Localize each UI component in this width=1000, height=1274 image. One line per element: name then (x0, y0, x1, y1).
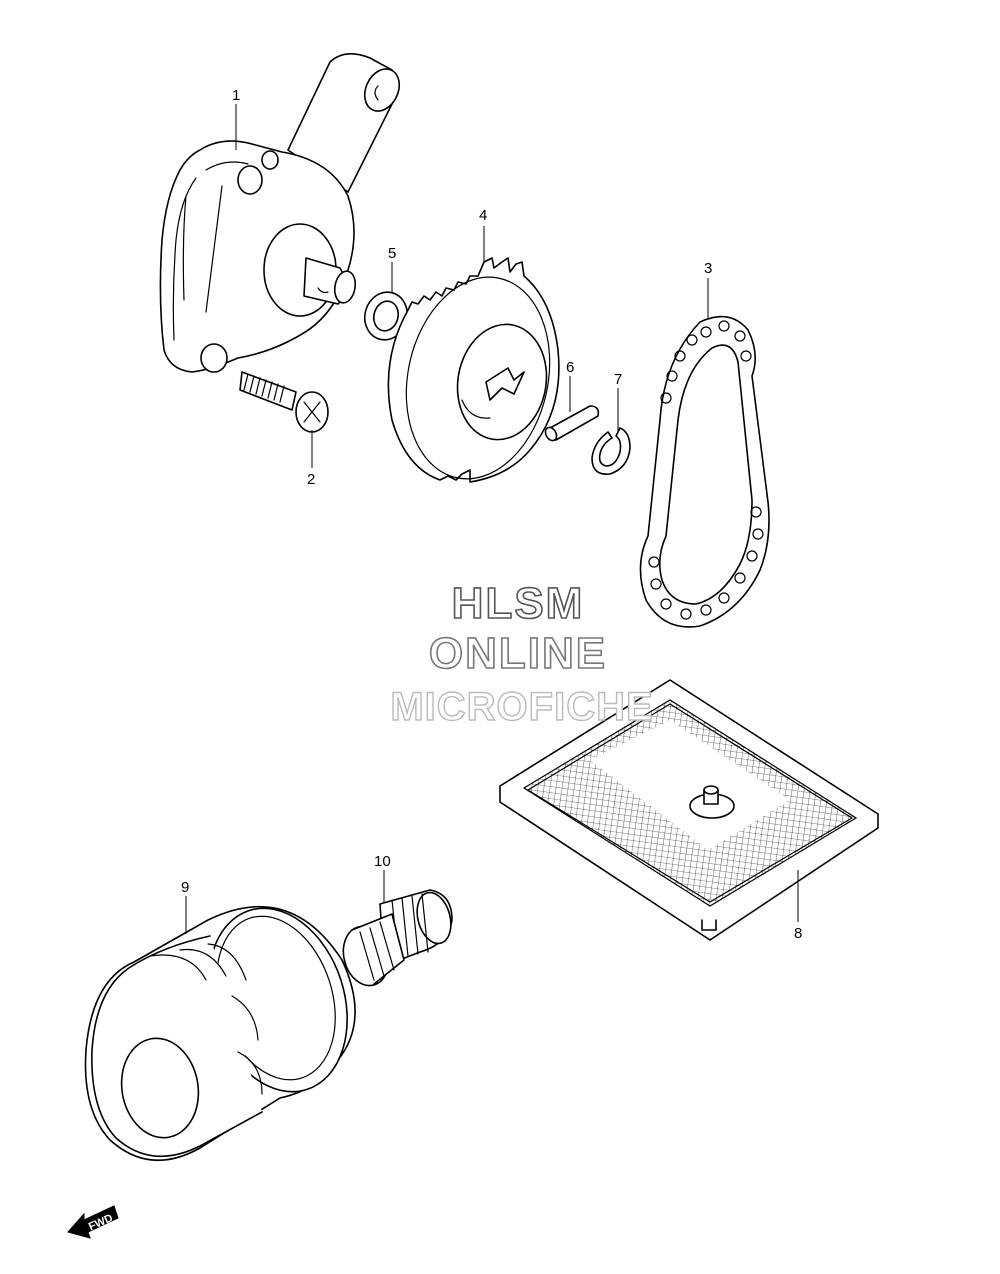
bolt (239, 371, 329, 433)
watermark-line-1: HLSM (452, 579, 585, 628)
watermark: HLSM ONLINE MICROFICHE (390, 578, 654, 730)
circlip (591, 427, 631, 475)
pin (544, 405, 600, 442)
pump-drive-chain (639, 315, 770, 628)
watermark-line-2: ONLINE (429, 629, 607, 678)
callout-1: 1 (232, 87, 240, 104)
union-bolt (342, 889, 453, 987)
callout-4: 4 (479, 207, 487, 224)
washer (363, 291, 409, 341)
callout-8: 8 (794, 925, 802, 942)
callout-5: 5 (388, 245, 396, 262)
oil-filter (84, 905, 356, 1162)
forward-arrow-icon: FWD (67, 1205, 119, 1239)
oil-pump (159, 53, 401, 373)
callout-9: 9 (181, 879, 189, 896)
callout-10: 10 (374, 853, 391, 870)
callout-2: 2 (307, 471, 315, 488)
callout-6: 6 (566, 359, 574, 376)
pump-driven-gear (387, 257, 560, 483)
fwd-label: FWD (87, 1212, 115, 1233)
callout-7: 7 (614, 371, 622, 388)
watermark-line-3: MICROFICHE (390, 685, 653, 729)
leader-lines (185, 104, 799, 934)
callout-3: 3 (704, 260, 712, 277)
oil-strainer (499, 679, 879, 941)
